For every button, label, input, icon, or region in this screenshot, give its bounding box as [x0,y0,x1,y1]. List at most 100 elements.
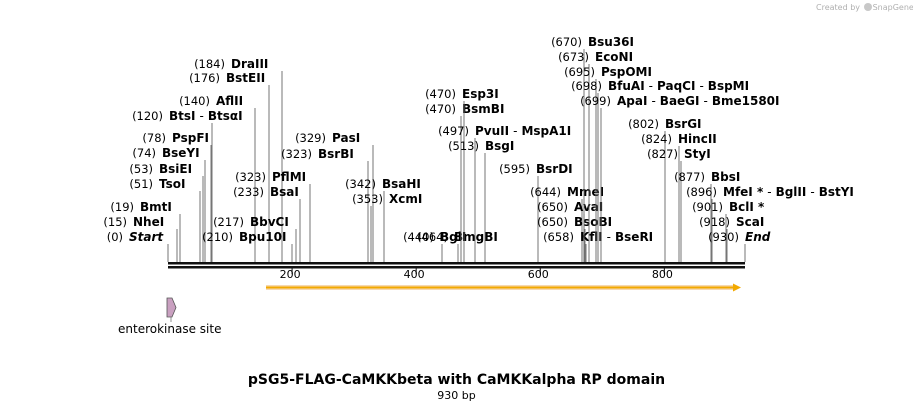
svg-text:(699)ApaI-BaeGI-Bme1580I: (699)ApaI-BaeGI-Bme1580I [580,94,779,108]
svg-text:(695)PspOMI: (695)PspOMI [564,65,652,79]
svg-text:(698)BfuAI-PaqCI-BspMI: (698)BfuAI-PaqCI-BspMI [571,79,749,93]
backbone-bottom-strand [168,266,745,269]
orf-arrow-head [733,283,741,292]
map-subtitle: 930 bp [437,389,476,402]
svg-text:(470)BsmBI: (470)BsmBI [425,102,504,116]
enzyme-name: MspA1I [521,124,571,138]
site-position: (901) [692,200,723,214]
enzyme-name: MfeI * [723,185,764,199]
enzyme-name: AflII [216,94,243,108]
svg-text:(802)BsrGI: (802) BsrGI [628,117,701,131]
enzyme-name: BglII [776,185,807,199]
site-label-hincii: (824)HincII [641,132,717,262]
site-position: (342) [345,177,376,191]
site-position: (644) [530,185,561,199]
site-position: (329) [295,131,326,145]
enzyme-separator: - [810,185,814,199]
enzyme-name: BclI * [729,200,765,214]
site-label-bbvci: (217)BbvCI [213,215,297,262]
enzyme-name: EcoNI [595,50,633,64]
site-label-pasi: (329)PasI [295,131,374,262]
enzyme-name: PvuII [475,124,509,138]
site-position: (19) [110,200,134,214]
enzyme-name: BsiEI [159,162,192,176]
enzyme-name: Esp3I [462,87,499,101]
site-position: (210) [202,230,233,244]
enzyme-name: BmgBI [454,230,498,244]
site-position: (699) [580,94,611,108]
ruler-tick-label: 400 [404,268,425,281]
svg-text:(644)MmeI: (644) MmeI [530,185,604,199]
site-position: (896) [686,185,717,199]
credit-brand: SnapGene [872,3,913,12]
site-label-pspomi: (695)PspOMI [564,65,652,262]
svg-text:(470)Esp3I: (470)Esp3I [425,87,499,101]
site-position: (140) [179,94,210,108]
site-label-xcmi: (353)XcmI [352,192,422,262]
enzyme-name: BsrGI [665,117,702,131]
site-label-start: (0)Start [107,230,169,262]
enzyme-name: BaeGI [660,94,700,108]
enzyme-name: PflMI [272,170,306,184]
site-label-bsgi: (513)BsgI [448,139,514,262]
site-label-mfei-bglii-bstyi: (896)MfeI *-BglII-BstYI [686,185,854,262]
svg-text:(78)PspFI: (78)PspFI [142,131,209,145]
site-position: (74) [132,146,156,160]
site-position: (15) [103,215,127,229]
enzyme-name: HincII [678,132,717,146]
map-title: pSG5-FLAG-CaMKKbeta with CaMKKalpha RP d… [247,372,666,388]
svg-text:(217)BbvCI: (217)BbvCI [213,215,289,229]
enzyme-separator: - [767,185,771,199]
site-label-btsi-bts-i: (120)BtsI-BtsαI [132,109,243,262]
site-label-styi: (827)StyI [647,147,711,262]
svg-text:(353)XcmI: (353)XcmI [352,192,422,206]
enzyme-name: DraIII [231,57,268,71]
site-label-bsrgi: (802) BsrGI [628,117,702,262]
site-position: (184) [194,57,225,71]
svg-text:(176)BstEII: (176)BstEII [189,71,265,85]
enzyme-name: MmeI [567,185,604,199]
site-position: (51) [129,177,153,191]
svg-text:(0)Start: (0)Start [107,230,165,244]
enzyme-name: Bsu36I [588,35,634,49]
enzyme-name: StyI [684,147,711,161]
enzyme-name: PspFI [172,131,209,145]
site-label-bsmbi: (470)BsmBI [425,102,504,262]
site-label-econi: (673) EcoNI [558,50,633,262]
site-position: (595) [499,162,530,176]
site-position: (0) [107,230,123,244]
site-label-mmei: (644) MmeI [530,185,604,262]
enzyme-separator: - [513,124,517,138]
svg-text:(827)StyI: (827)StyI [647,147,711,161]
site-label-bpu10i: (210)Bpu10I [202,230,293,262]
svg-text:(877)BbsI: (877)BbsI [674,170,740,184]
site-position: (440) [403,230,434,244]
enzyme-separator: - [699,79,703,93]
site-label-bsai: (233)BsaI [233,185,301,262]
site-position: (650) [537,215,568,229]
site-position: (673) [558,50,589,64]
svg-text:(51)TsoI: (51)TsoI [129,177,185,191]
site-label-bcli-: (901) BclI * [692,200,765,262]
svg-text:(15)NheI: (15)NheI [103,215,164,229]
site-label-esp3i: (470)Esp3I [425,87,499,262]
enzyme-name: PaqCI [657,79,695,93]
site-position: (513) [448,139,479,153]
ruler-tick-label: 200 [280,268,301,281]
enzyme-name: BtsαI [208,109,243,123]
svg-text:(329)PasI: (329)PasI [295,131,360,145]
site-position: (497) [438,124,469,138]
site-label-bsteii: (176)BstEII [189,71,270,262]
site-label-bsahi: (342) BsaHI [345,177,421,262]
site-label-pspfi: (78)PspFI [142,131,212,262]
enzyme-name: BglI [440,230,466,244]
site-label-pflmi: (323)PflMI [235,170,311,262]
site-label-bfuai-paqci-bspmi: (698)BfuAI-PaqCI-BspMI [571,79,749,262]
svg-text:(930)End: (930)End [708,230,771,244]
site-position: (802) [628,117,659,131]
enzyme-name: BsaHI [382,177,421,191]
enzyme-name: End [745,230,771,244]
site-position: (695) [564,65,595,79]
site-position: (176) [189,71,220,85]
